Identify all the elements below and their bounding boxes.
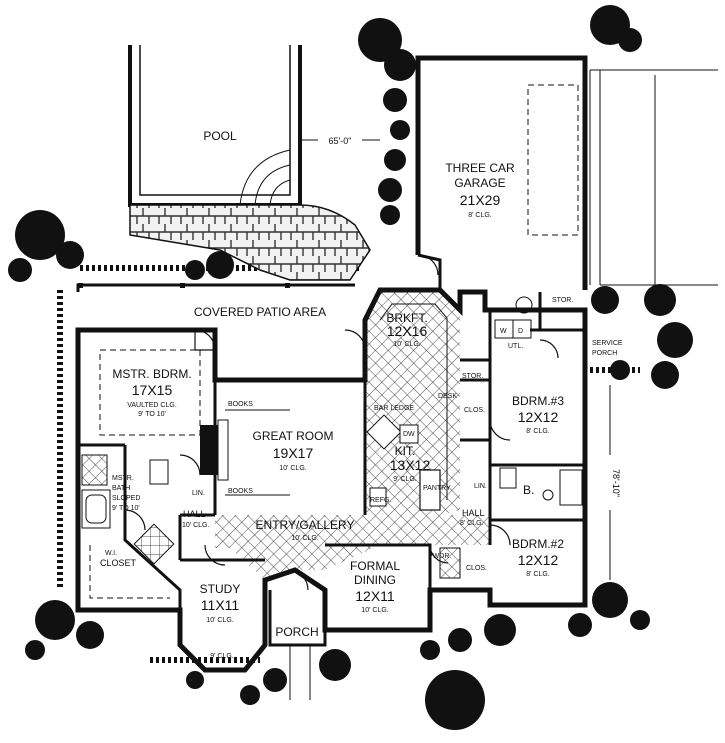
- formal-dining-label-1: FORMAL: [350, 559, 400, 573]
- depth-dimension: 78'-10": [609, 385, 621, 580]
- great-room-ceiling: 10' CLG.: [279, 465, 306, 472]
- mstr-bath-label-3: SLOPED: [112, 495, 140, 502]
- width-dimension: 65'-0": [329, 136, 352, 146]
- formal-dining-size: 12X11: [355, 588, 395, 604]
- vaulted-ceiling-outline: [99, 349, 201, 436]
- fireplace: [200, 409, 290, 496]
- pantry-label: PANTRY: [423, 485, 451, 492]
- bar-ledge-label: BAR LEDGE: [374, 405, 414, 412]
- bdrm2-label: BDRM.#2: [512, 537, 564, 551]
- porch-label: PORCH: [275, 625, 318, 639]
- kitchen-ceiling: 9' CLG.: [393, 476, 417, 483]
- room-labels: STOR. SERVICE PORCH BRKFT. 12X16 10' CLG…: [100, 297, 623, 660]
- bath-fixtures: [81, 296, 583, 579]
- garage-ceiling: 8' CLG.: [468, 212, 492, 219]
- desk-label: DESK: [438, 393, 457, 400]
- porch: [268, 590, 327, 700]
- mstr-bath-label-1: MSTR.: [112, 475, 134, 482]
- kitchen-label: KIT.: [395, 444, 416, 458]
- refg-label: REFG.: [370, 497, 391, 504]
- bath-label: B.: [523, 483, 534, 497]
- mstr-bath-label-2: BATH: [112, 485, 130, 492]
- entry-gallery-label: ENTRY/GALLERY: [256, 518, 355, 532]
- garage-size: 21X29: [460, 192, 501, 208]
- mstr-bdrm-size: 17X15: [132, 382, 173, 398]
- linen-label-1: LIN.: [192, 490, 205, 497]
- service-porch-label-2: PORCH: [592, 350, 617, 357]
- garage: THREE CAR GARAGE 21X29 8' CLG.: [415, 55, 718, 290]
- formal-dining-ceiling: 10' CLG.: [361, 607, 388, 614]
- entry-tile: [215, 515, 490, 580]
- bdrm3-label: BDRM.#3: [512, 394, 564, 408]
- stone-patio: [129, 204, 371, 281]
- closet-label-2: CLOS.: [466, 565, 487, 572]
- hall1-label: HALL: [183, 509, 206, 519]
- utility-label: UTL.: [508, 343, 523, 350]
- hall2-label: HALL: [462, 508, 485, 518]
- covered-patio-label: COVERED PATIO AREA: [194, 305, 326, 319]
- study-label: STUDY: [200, 582, 241, 596]
- hall1-ceiling: 10' CLG.: [182, 522, 209, 529]
- dryer-label: D: [518, 328, 523, 335]
- mstr-bdrm-label: MSTR. BDRM.: [112, 367, 191, 381]
- stor-garage-label: STOR.: [552, 297, 573, 304]
- bdrm3-ceiling: 8' CLG.: [526, 428, 550, 435]
- mstr-bath-label-4: 9' TO 10': [112, 505, 140, 512]
- pool-area: POOL 65'-0": [128, 45, 380, 207]
- closet-walkin-label-1: W.I.: [105, 550, 117, 557]
- study-size: 11X11: [201, 597, 240, 613]
- hall2-ceiling: 8' CLG.: [460, 520, 484, 527]
- books-label-bottom: BOOKS: [228, 488, 253, 495]
- brkft-size: 12X16: [387, 323, 428, 339]
- stor-label: STOR.: [462, 373, 483, 380]
- service-porch-label-1: SERVICE: [592, 340, 623, 347]
- closet-walkin-label-2: CLOSET: [100, 558, 137, 568]
- depth-dimension-label: 78'-10": [611, 469, 621, 497]
- door-swings: [124, 254, 559, 591]
- hedges: [57, 265, 640, 663]
- dishwasher-label: DW: [403, 431, 415, 438]
- closet-shelf: [89, 545, 170, 599]
- kitchen-tile: [365, 290, 460, 515]
- interior-walls: [78, 253, 585, 610]
- bdrm2-size: 12X12: [518, 552, 559, 568]
- covered-patio: COVERED PATIO AREA: [76, 283, 355, 319]
- great-room-label: GREAT ROOM: [253, 429, 334, 443]
- landscaping: [8, 5, 693, 730]
- linen-label-2: LIN.: [474, 483, 487, 490]
- kitchen-size: 13X12: [390, 457, 431, 473]
- bdrm2-ceiling: 8' CLG.: [526, 571, 550, 578]
- formal-dining-label-2: DINING: [354, 573, 396, 587]
- brkft-ceiling: 10' CLG.: [393, 341, 420, 348]
- great-room-size: 19X17: [273, 445, 314, 461]
- washer-label: W: [500, 328, 507, 335]
- entry-gallery-ceiling: 10' CLG.: [291, 535, 318, 542]
- pool-label: POOL: [203, 129, 237, 143]
- books-label-top: BOOKS: [228, 401, 253, 408]
- study-ceiling-2: 9' CLG.: [210, 653, 234, 660]
- closet-label-1: CLOS.: [464, 407, 485, 414]
- kitchen-counters: [366, 303, 448, 511]
- bdrm3-size: 12X12: [518, 409, 559, 425]
- mstr-bdrm-ceiling-1: VAULTED CLG.: [127, 402, 177, 409]
- garage-label-2: GARAGE: [454, 176, 505, 190]
- brkft-label: BRKFT.: [386, 311, 427, 325]
- mstr-bdrm-ceiling-2: 9' TO 10': [138, 411, 166, 418]
- study-ceiling-1: 10' CLG.: [206, 617, 233, 624]
- powder-room-label: PWDR.: [428, 553, 451, 560]
- garage-label-1: THREE CAR: [445, 161, 515, 175]
